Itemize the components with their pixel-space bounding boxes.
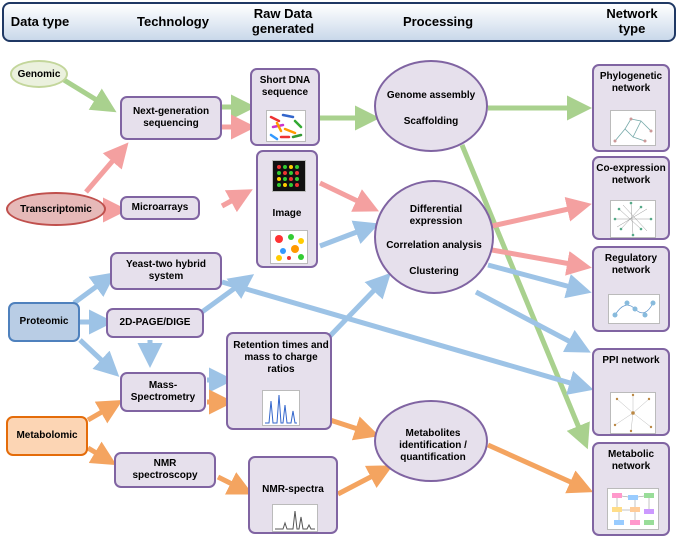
dna-label: Short DNA sequence (259, 75, 311, 98)
header-processing: Processing (402, 14, 474, 29)
ppi-box: PPI network (592, 348, 670, 436)
metabolites-label: Metabolites identification / quantificat… (399, 428, 467, 463)
microarrays-label: Microarrays (131, 202, 189, 213)
gel-spots-image (270, 230, 308, 264)
transcriptomic-oval: Transcriptomic (6, 192, 106, 226)
genomic-oval: Genomic (10, 60, 68, 88)
proteomic-label: Proteomic (19, 316, 69, 327)
microarray-grid-image (272, 160, 306, 192)
ppi-network-icon (610, 392, 656, 434)
metabolomic-box: Metabolomic (6, 416, 88, 456)
dna-reads-image (266, 110, 306, 142)
nmr-spectra-box: NMR-spectra (248, 456, 338, 534)
y2h-box: Yeast-two hybrid system (110, 252, 222, 290)
phylogenetic-network-icon (610, 110, 656, 146)
ngs-label: Next-generation sequencing (132, 106, 210, 129)
coexpression-network-icon (610, 200, 656, 238)
dna-box: Short DNA sequence (250, 68, 320, 146)
page-label: 2D-PAGE/DIGE (119, 317, 191, 328)
nmr-spectrum-image (272, 504, 318, 532)
proteomic-arrows (72, 220, 594, 395)
metabolic-box: Metabolic network (592, 442, 670, 536)
phylogenetic-label: Phylogenetic network (599, 71, 663, 94)
coexpression-label: Co-expression network (596, 163, 666, 186)
nmr-spectra-label: NMR-spectra (262, 484, 324, 495)
differential-label: Differential expression (409, 204, 463, 227)
retention-label: Retention times and mass to charge ratio… (233, 340, 329, 375)
microarrays-box: Microarrays (120, 196, 200, 220)
regulatory-box: Regulatory network (592, 246, 670, 332)
transcriptomic-label: Transcriptomic (20, 203, 92, 215)
image-box: Image (256, 150, 318, 268)
proteomic-box: Proteomic (8, 302, 80, 342)
header-technology: Technology (137, 14, 209, 29)
y2h-label: Yeast-two hybrid system (125, 259, 206, 282)
genomic-arrows (62, 77, 592, 450)
metabolic-label: Metabolic network (607, 449, 655, 472)
image-label: Image (272, 208, 302, 219)
nmr-box: NMR spectroscopy (114, 452, 216, 488)
genome-assembly-circle: Genome assembly Scaffolding (374, 60, 488, 152)
metabolic-network-icon (607, 488, 659, 530)
clustering-label: Clustering (409, 266, 459, 277)
metabolomic-arrows (86, 389, 594, 497)
regulatory-label: Regulatory network (604, 253, 658, 276)
ms-box: Mass-Spectrometry (120, 372, 206, 412)
metabolites-circle: Metabolites identification / quantificat… (374, 400, 488, 482)
header-raw-data: Raw Data generated (251, 6, 315, 36)
scaffolding-label: Scaffolding (403, 116, 459, 127)
correlation-label: Correlation analysis (386, 240, 482, 251)
ms-peaks-image (262, 390, 300, 426)
genomic-label: Genomic (17, 68, 61, 80)
coexpression-box: Co-expression network (592, 156, 670, 240)
header-bar (2, 2, 676, 42)
regulatory-network-icon (608, 294, 660, 324)
header-data-type: Data type (10, 14, 70, 29)
page-box: 2D-PAGE/DIGE (106, 308, 204, 338)
ppi-label: PPI network (602, 355, 660, 366)
genome-assembly-label: Genome assembly (386, 90, 476, 101)
retention-box: Retention times and mass to charge ratio… (226, 332, 332, 430)
nmr-label: NMR spectroscopy (132, 458, 198, 481)
expression-circle: Differential expression Correlation anal… (374, 180, 494, 294)
phylogenetic-box: Phylogenetic network (592, 64, 670, 152)
ms-label: Mass-Spectrometry (130, 380, 196, 403)
header-network-type: Network type (606, 6, 658, 36)
ngs-box: Next-generation sequencing (120, 96, 222, 140)
metabolomic-label: Metabolomic (16, 430, 78, 441)
transcriptomic-arrows (84, 114, 592, 276)
